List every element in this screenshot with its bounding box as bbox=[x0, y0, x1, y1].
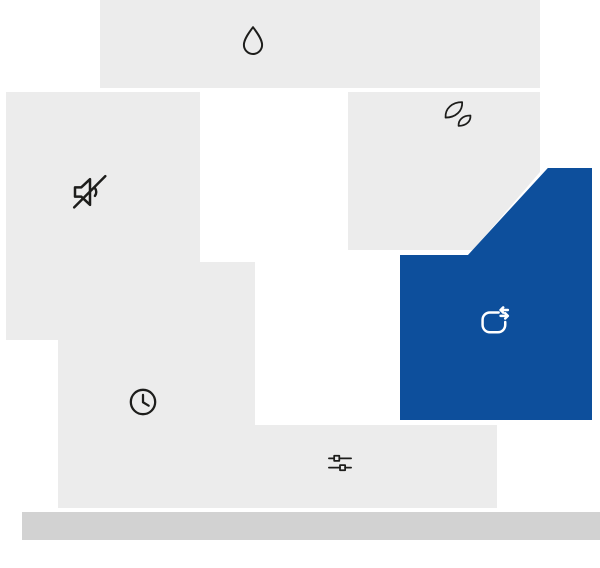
water-reuse-sync-icon bbox=[476, 303, 514, 341]
leaves-icon bbox=[439, 98, 477, 130]
speaker-mute-icon bbox=[70, 172, 110, 212]
bottom-bar bbox=[22, 512, 600, 540]
tile-water[interactable] bbox=[100, 0, 540, 88]
tile-settings[interactable] bbox=[58, 425, 497, 508]
water-drop-icon bbox=[239, 25, 267, 59]
clock-icon bbox=[126, 385, 160, 419]
sliders-icon bbox=[326, 450, 354, 476]
